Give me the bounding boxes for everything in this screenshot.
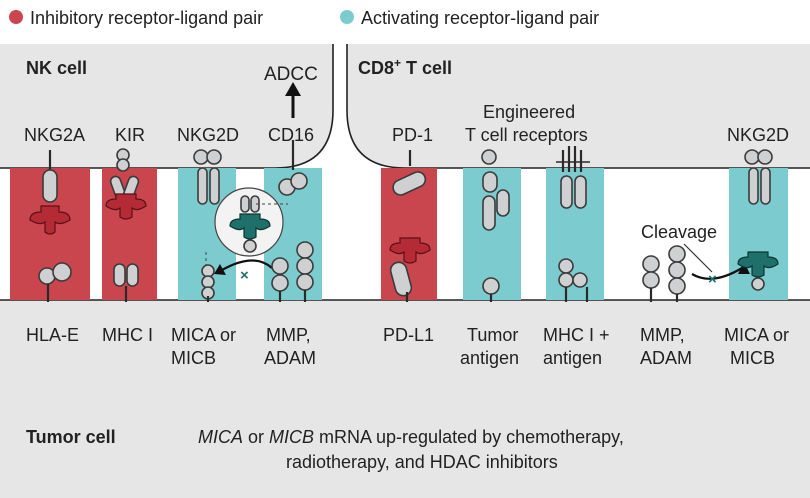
label-engineered-line1: Engineered <box>483 102 575 122</box>
cleavage-arrow-1 <box>221 259 273 271</box>
label-mmp-1a: MMP, <box>266 325 311 345</box>
cleavage-mark-2: × <box>708 271 717 288</box>
label-mhc-i: MHC I <box>102 325 153 345</box>
label-mica-2a: MICA or <box>724 325 789 345</box>
engineered-tcr-receptor-1 <box>481 149 510 231</box>
mica-micb-stub <box>751 277 765 291</box>
label-cd16: CD16 <box>268 125 314 145</box>
label-pd1: PD-1 <box>392 125 433 145</box>
mhc-i-antigen-ligand <box>558 258 589 302</box>
nk-cell-membrane <box>274 44 334 169</box>
label-mmp-2b: ADAM <box>640 348 692 368</box>
label-mhc-antigen-a: MHC I + <box>543 325 610 345</box>
tumor-antigen-ligand <box>482 277 500 302</box>
pd-l1-ligand <box>389 261 413 302</box>
legend-inhibitory-dot <box>9 10 23 24</box>
mhc-i-peptide-ligand <box>105 193 147 220</box>
nkg2d-receptor-t <box>744 149 773 205</box>
tumor-note-line2: radiotherapy, and HDAC inhibitors <box>286 452 558 472</box>
label-pd-l1: PD-L1 <box>383 325 434 345</box>
t-cell-region <box>347 44 810 168</box>
label-kir: KIR <box>115 125 145 145</box>
tumor-note-line1: MICA or MICB mRNA up-regulated by chemot… <box>198 427 624 447</box>
mica-micb-shed-ligand <box>737 251 779 278</box>
nkg2d-receptor-nk <box>193 149 222 205</box>
t-cell-membrane <box>346 44 810 169</box>
hla-e-ligand <box>38 262 72 302</box>
label-mhc-antigen-b: antigen <box>543 348 602 368</box>
nkg2a-receptor <box>42 150 58 203</box>
legend-inhibitory-label: Inhibitory receptor-ligand pair <box>30 8 263 28</box>
hla-e-peptide-ligand <box>29 205 71 235</box>
label-hla-e: HLA-E <box>26 325 79 345</box>
tumor-cell-title: Tumor cell <box>26 427 116 447</box>
nk-cell-region <box>0 44 333 168</box>
cd16-receptor <box>278 140 308 196</box>
adcc-label: ADCC <box>264 64 318 85</box>
label-engineered-line2: T cell receptors <box>465 125 588 145</box>
cleavage-mark-1: × <box>240 267 249 284</box>
tumor-cell-region <box>0 300 810 498</box>
legend-activating-label: Activating receptor-ligand pair <box>361 8 599 28</box>
label-mica-2b: MICB <box>730 348 775 368</box>
inset-nkg2d-binding <box>229 195 271 253</box>
mhc-i-ligand <box>113 263 139 302</box>
label-nkg2d-t: NKG2D <box>727 125 789 145</box>
legend-activating-dot <box>340 10 354 24</box>
label-tumor-antigen-a: Tumor <box>467 325 518 345</box>
engineered-tcr-receptor-2 <box>556 146 590 209</box>
t-cell-title: CD8+ T cell <box>358 56 452 78</box>
cleavage-label: Cleavage <box>641 222 717 242</box>
label-tumor-antigen-b: antigen <box>460 348 519 368</box>
nk-cell-title: NK cell <box>26 58 87 78</box>
label-nkg2a: NKG2A <box>24 125 85 145</box>
label-mmp-1b: ADAM <box>264 348 316 368</box>
mmp-adam-ligand-2 <box>642 245 686 302</box>
cleavage-arrow-2 <box>691 267 743 280</box>
label-mica-1a: MICA or <box>171 325 236 345</box>
label-mmp-2a: MMP, <box>640 325 685 345</box>
pd1-receptor <box>392 150 427 196</box>
label-mica-1b: MICB <box>171 348 216 368</box>
label-nkg2d: NKG2D <box>177 125 239 145</box>
mmp-adam-ligand-1 <box>271 241 314 302</box>
mica-micb-ligand-1 <box>201 264 215 302</box>
pd-l1-peptide <box>389 237 431 264</box>
